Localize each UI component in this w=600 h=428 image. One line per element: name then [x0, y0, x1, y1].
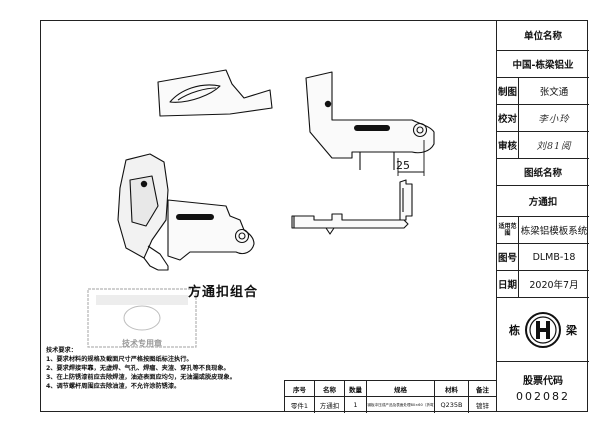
header-cell: 数量 [345, 381, 367, 396]
logo-left-char: 栋 [509, 323, 520, 337]
stock-code-label: 股票代码 [523, 375, 563, 387]
table-cell: Q235B [435, 397, 469, 413]
table-cell: 方通扣 [315, 397, 345, 413]
stock-code-value: 002082 [516, 389, 570, 403]
unit-name-value: 中国-栋梁铝业 [497, 51, 589, 78]
stock-code-block: 股票代码 002082 [497, 362, 589, 412]
date-value: 2020年7月 [529, 280, 579, 291]
drawing-number-row: 图号 DLMB-18 [497, 244, 589, 271]
date-label: 日期 [497, 271, 519, 297]
note-item: 4、调节螺杆周围应去除油渣，不允许涂防锈漆。 [46, 383, 181, 390]
checked-by-label: 校对 [497, 105, 519, 131]
unit-name-label: 单位名称 [497, 20, 589, 51]
dimension-25 [397, 140, 425, 176]
parts-table: 序号 名称 数量 规格 材料 备注 零件1 方通扣 1 用钢板冲压成产品及表面处… [284, 380, 496, 413]
reviewed-by-row: 审核 刘81阅 [497, 132, 589, 159]
drawn-by-label: 制图 [497, 78, 519, 104]
scope-label: 适用范围 [497, 217, 519, 243]
logo-right-char: 梁 [566, 323, 577, 337]
part-assembly-left [117, 153, 255, 271]
company-logo-row: 栋 梁 [497, 298, 589, 362]
reviewed-by-label: 审核 [497, 132, 519, 158]
table-cell: 用钢板冲压成产品及表面处理80×60（折弯） [367, 397, 435, 413]
drawing-number-value: DLMB-18 [532, 251, 576, 263]
note-item: 1、要求材料的规格及截面尺寸严格按图纸标注执行。 [46, 356, 193, 363]
dimension-text: 25 [396, 159, 410, 172]
date-row: 日期 2020年7月 [497, 271, 589, 298]
part-bracket-top-right [305, 71, 435, 170]
checked-by-row: 校对 李小玲 [497, 105, 589, 132]
drawing-name-label: 图纸名称 [497, 159, 589, 186]
parts-table-header: 序号 名称 数量 规格 材料 备注 [285, 381, 496, 397]
header-cell: 材料 [435, 381, 469, 396]
header-cell: 规格 [367, 381, 435, 396]
reviewed-by-signature: 刘81阅 [536, 141, 572, 152]
note-item: 2、要求焊接牢靠，无虚焊、气孔、焊瘤、夹渣、穿孔等不良现象。 [46, 365, 230, 372]
assembly-title: 方通扣组合 [188, 285, 259, 300]
scope-value: 栋梁铝模板系统 [520, 226, 588, 237]
table-row: 零件1 方通扣 1 用钢板冲压成产品及表面处理80×60（折弯） Q235B 镀… [285, 397, 496, 413]
drawn-by-row: 制图 张文通 [497, 78, 589, 105]
header-cell: 名称 [315, 381, 345, 396]
drawing-name-value: 方通扣 [497, 186, 589, 217]
title-block: 单位名称 中国-栋梁铝业 制图 张文通 校对 李小玲 审核 刘81阅 图纸名称 … [496, 20, 589, 412]
table-cell: 1 [345, 397, 367, 413]
stamp-text: 技术专用章 [122, 339, 162, 348]
technical-stamp: 技术专用章 [86, 287, 198, 349]
table-cell: 镀锌 [476, 402, 489, 410]
company-logo-icon [525, 311, 561, 348]
note-item: 3、在上防锈漆前应去除焊渣，油迹表面应均匀，无油漏或脱皮现象。 [46, 374, 236, 381]
part-side-view-right [291, 179, 413, 235]
scope-row: 适用范围 栋梁铝模板系统 [497, 217, 589, 244]
technical-drawing: 25 [117, 69, 435, 271]
header-cell: 备注 [476, 385, 489, 394]
table-cell: 零件1 [285, 397, 315, 413]
drawn-by-value: 张文通 [539, 87, 569, 98]
header-cell: 序号 [285, 381, 315, 396]
part-plate-top-left [157, 69, 273, 117]
notes-heading: 技术要求： [46, 347, 77, 354]
drawing-number-label: 图号 [497, 244, 519, 270]
checked-by-signature: 李小玲 [538, 114, 570, 125]
technical-notes: 技术要求： 1、要求材料的规格及截面尺寸严格按图纸标注执行。 2、要求焊接牢靠，… [46, 346, 286, 391]
